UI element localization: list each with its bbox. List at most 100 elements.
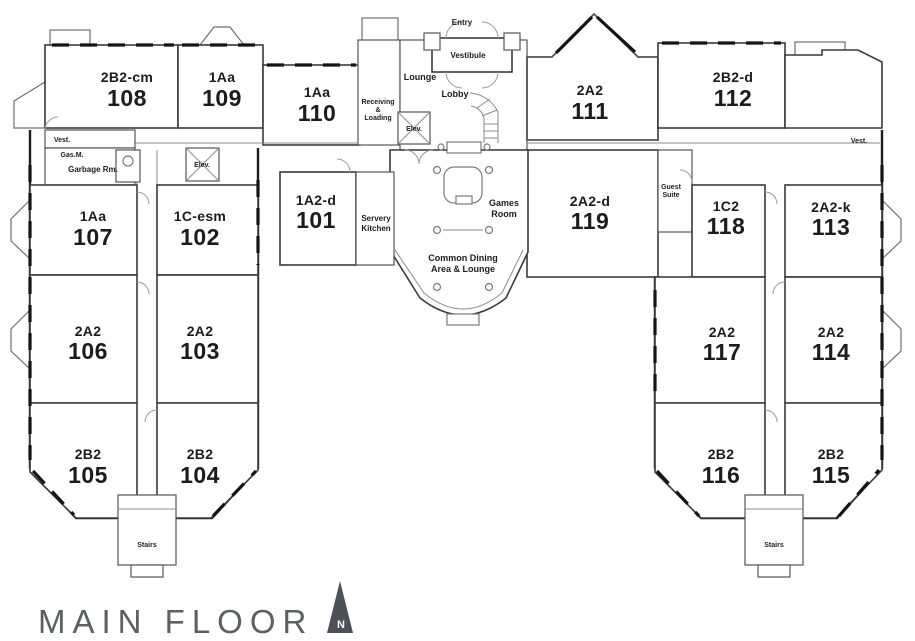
games-room-label-2: Room (491, 209, 517, 219)
window-lines (28, 41, 884, 518)
unit-112-code: 2B2-d (713, 69, 753, 85)
elevator-center-label: Elev. (406, 126, 422, 133)
stairs-west-label: Stairs (137, 542, 157, 549)
elevator-west-label: Elev. (194, 162, 210, 169)
unit-116-code: 2B2 (708, 446, 735, 462)
entry-label: Entry (452, 18, 473, 27)
unit-114-shape[interactable] (784, 276, 883, 404)
receiving-label-2: & (375, 107, 380, 114)
unit-111-num: 111 (571, 98, 608, 124)
unit-102-shape[interactable] (156, 184, 259, 276)
unit-111-code: 2A2 (577, 82, 604, 98)
unit-119-code: 2A2-d (570, 193, 610, 209)
entry-pier-right (503, 32, 521, 51)
unit-106-num: 106 (68, 338, 108, 364)
page-title: MAIN FLOOR (38, 603, 313, 640)
unit-105-code: 2B2 (75, 446, 102, 462)
unit-115-code: 2B2 (818, 446, 845, 462)
stairs-east-label: Stairs (764, 542, 784, 549)
vestibule-label: Vestibule (450, 51, 486, 60)
unit-118-shape[interactable] (691, 184, 766, 278)
guest-suite-label-2: Suite (662, 192, 679, 199)
vest-west-label: Vest. (54, 137, 70, 144)
east-wing (526, 130, 884, 578)
vest-east-label: Vest. (851, 138, 867, 145)
unit-103-shape[interactable] (156, 274, 259, 404)
door-swings (44, 21, 786, 423)
unit-109-code: 1Aa (209, 69, 236, 85)
unit-109-shape[interactable] (177, 44, 264, 129)
unit-107-num: 107 (73, 224, 113, 250)
receiving-room (357, 39, 401, 146)
games-room-label-1: Games (489, 198, 519, 208)
unit-102-num: 102 (180, 224, 220, 250)
unit-108-code: 2B2-cm (101, 69, 153, 85)
unit-101-shape[interactable] (279, 171, 357, 266)
gas-meter-label: Gas.M. (61, 152, 84, 159)
receiving-label-3: Loading (364, 115, 391, 122)
servery-label-2: Kitchen (361, 224, 390, 233)
unit-119-num: 119 (571, 208, 610, 234)
stairs-west-shape (117, 494, 177, 566)
unit-107-code: 1Aa (80, 208, 107, 224)
unit-109-num: 109 (202, 85, 242, 111)
unit-112-num: 112 (714, 85, 753, 111)
unit-117-shape[interactable] (654, 276, 766, 404)
dining-label-1: Common Dining (428, 253, 498, 263)
unit-101-code: 1A2-d (296, 192, 336, 208)
bay-windows (10, 17, 902, 371)
top-band (44, 12, 883, 151)
north-arrow-label: N (337, 619, 345, 631)
unit-103-code: 2A2 (187, 323, 214, 339)
unit-104-num: 104 (180, 462, 220, 488)
room-labels: Entry Vestibule Lounge Lobby Receiving &… (54, 18, 867, 549)
unit-110-num: 110 (298, 100, 337, 126)
unit-117-num: 117 (703, 339, 742, 365)
unit-108-num: 108 (107, 85, 147, 111)
unit-102-code: 1C-esm (174, 208, 226, 224)
lounge-label: Lounge (404, 72, 437, 82)
unit-106-shape[interactable] (29, 274, 138, 404)
unit-116-num: 116 (702, 462, 741, 488)
vestibule-room (431, 37, 513, 73)
unit-labels: 2B2-cm 108 1Aa 109 1Aa 110 2A2 111 2B2-d… (68, 69, 851, 488)
unit-104-code: 2B2 (187, 446, 214, 462)
unit-103-num: 103 (180, 338, 220, 364)
entry-pier-left (423, 32, 441, 51)
unit-117-code: 2A2 (709, 324, 736, 340)
unit-106-code: 2A2 (75, 323, 102, 339)
unit-113-code: 2A2-k (811, 199, 851, 215)
unit-105-shape[interactable] (29, 402, 138, 519)
unit-115-num: 115 (812, 462, 851, 488)
footer: MAIN FLOOR N (38, 581, 353, 640)
unit-113-num: 113 (812, 214, 851, 240)
lobby-label: Lobby (442, 89, 469, 99)
receiving-label-1: Receiving (361, 99, 394, 106)
unit-105-num: 105 (68, 462, 108, 488)
unit-110-code: 1Aa (304, 84, 331, 100)
dining-label-2: Area & Lounge (431, 264, 495, 274)
lobby-bench (446, 141, 482, 154)
lobby-stair (397, 92, 499, 154)
unit-110-shape[interactable] (262, 64, 361, 146)
garbage-label: Garbage Rm. (68, 165, 118, 174)
dining-area (279, 149, 529, 326)
unit-114-code: 2A2 (818, 324, 845, 340)
west-wing (28, 129, 260, 578)
unit-108-shape[interactable] (44, 44, 179, 129)
guest-suite-room (657, 149, 693, 233)
unit-101-num: 101 (296, 207, 336, 233)
east-bay-room (784, 49, 883, 129)
stairs-east-shape (744, 494, 804, 566)
unit-112-shape[interactable] (657, 42, 786, 129)
unit-114-num: 114 (812, 339, 851, 365)
servery-kitchen-room (355, 171, 395, 266)
dining-podium (446, 313, 480, 326)
unit-118-code: 1C2 (713, 198, 740, 214)
unit-118-num: 118 (707, 213, 746, 239)
servery-label-1: Servery (361, 214, 391, 223)
unit-116-shape[interactable] (654, 402, 766, 519)
north-arrow-icon: N (327, 581, 353, 633)
